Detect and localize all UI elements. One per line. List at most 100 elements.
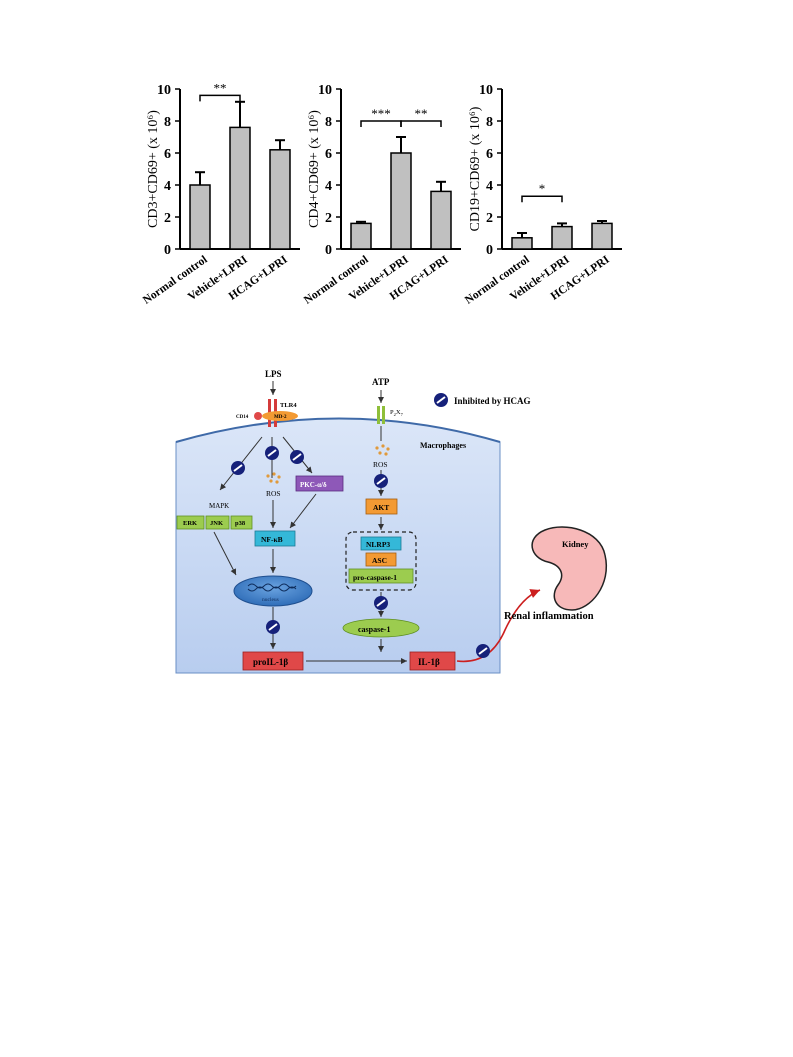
ros-dots bbox=[375, 444, 390, 456]
ros-right-label: ROS bbox=[373, 460, 388, 469]
y-tick-label: 4 bbox=[164, 179, 171, 194]
y-tick-label: 2 bbox=[325, 211, 332, 226]
nucleus bbox=[233, 575, 313, 607]
y-tick-label: 0 bbox=[325, 243, 332, 258]
y-tick-label: 6 bbox=[325, 147, 332, 162]
svg-text:NLRP3: NLRP3 bbox=[366, 540, 390, 549]
svg-text:PKC-α/δ: PKC-α/δ bbox=[300, 481, 327, 489]
y-tick-label: 4 bbox=[486, 179, 493, 194]
md2-receptor bbox=[262, 411, 298, 421]
svg-text:Inhibited by HCAG: Inhibited by HCAG bbox=[454, 396, 531, 406]
y-tick-label: 8 bbox=[164, 115, 171, 130]
y-tick-label: 6 bbox=[164, 147, 171, 162]
nfkb-box bbox=[254, 530, 296, 547]
inflammasome-complex bbox=[345, 531, 417, 591]
inhibitor-icon bbox=[290, 450, 304, 464]
y-tick-label: 8 bbox=[486, 115, 493, 130]
bar bbox=[591, 222, 613, 250]
svg-text:p38: p38 bbox=[235, 520, 246, 527]
svg-text:CD14: CD14 bbox=[236, 415, 249, 420]
pkc-box bbox=[295, 475, 344, 492]
y-tick-label: 0 bbox=[486, 243, 493, 258]
svg-text:nucleus: nucleus bbox=[262, 597, 279, 603]
category-label: Normal control bbox=[463, 254, 532, 307]
inhibitor-icon bbox=[374, 596, 388, 610]
y-tick-label: 0 bbox=[164, 243, 171, 258]
category-label: Normal control bbox=[302, 254, 371, 307]
il1b-box bbox=[409, 651, 456, 671]
cd14-marker bbox=[254, 412, 262, 420]
mapk-label: MAPK bbox=[209, 502, 229, 510]
tlr4-receptor bbox=[268, 399, 271, 427]
caspase1-ellipse bbox=[342, 618, 420, 638]
svg-text:pro-caspase-1: pro-caspase-1 bbox=[353, 573, 397, 582]
tlr4-label: TLR4 bbox=[280, 402, 297, 409]
ros-left-label: ROS bbox=[266, 489, 281, 498]
bar bbox=[551, 225, 573, 250]
macrophage-cell bbox=[175, 418, 501, 674]
kidney-label: Kidney bbox=[562, 539, 589, 549]
svg-text:ASC: ASC bbox=[372, 556, 387, 565]
bar bbox=[430, 190, 452, 250]
erk-box bbox=[176, 515, 205, 530]
svg-text:ERK: ERK bbox=[183, 520, 197, 527]
y-tick-label: 2 bbox=[486, 211, 493, 226]
y-tick-label: 10 bbox=[157, 83, 171, 98]
svg-text:NF-κB: NF-κB bbox=[261, 535, 283, 544]
svg-text:IL-1β: IL-1β bbox=[418, 657, 440, 667]
procasp-box bbox=[348, 568, 414, 584]
renal-arrow bbox=[456, 589, 541, 663]
inhibitor-icon bbox=[476, 644, 490, 658]
akt-box bbox=[365, 498, 398, 515]
svg-text:AKT: AKT bbox=[373, 503, 389, 512]
significance-label: * bbox=[539, 181, 546, 196]
legend-inhibitor: Inhibited by HCAG bbox=[434, 393, 531, 407]
renal-inflammation-label: Renal inflammation bbox=[504, 611, 594, 622]
svg-text:caspase-1: caspase-1 bbox=[358, 625, 390, 634]
significance-label: *** bbox=[371, 106, 391, 121]
significance-bracket bbox=[199, 94, 241, 102]
svg-text:MD-2: MD-2 bbox=[274, 415, 287, 420]
asc-box bbox=[365, 552, 397, 567]
inhibitor-icon bbox=[374, 474, 388, 488]
p2x7-receptor bbox=[377, 406, 380, 424]
y-tick-label: 10 bbox=[479, 83, 493, 98]
y-axis-label: CD3+CD69+ (x 10⁶) bbox=[146, 110, 161, 228]
y-axis-label: CD4+CD69+ (x 10⁶) bbox=[307, 110, 322, 228]
bar bbox=[189, 184, 211, 250]
y-tick-label: 6 bbox=[486, 147, 493, 162]
svg-text:JNK: JNK bbox=[210, 520, 223, 527]
significance-label: ** bbox=[214, 80, 227, 95]
y-tick-label: 4 bbox=[325, 179, 332, 194]
cell-label: Macrophages bbox=[420, 441, 466, 450]
inhibitor-icon bbox=[265, 446, 279, 460]
svg-text:proIL-1β: proIL-1β bbox=[253, 657, 288, 667]
significance-bracket bbox=[521, 195, 563, 203]
p2x7-label: P2X7 bbox=[390, 409, 404, 417]
atp-label: ATP bbox=[372, 377, 390, 387]
bar bbox=[350, 222, 372, 250]
nlrp3-box bbox=[360, 536, 402, 551]
significance-label: ** bbox=[415, 106, 428, 121]
y-axis-label: CD19+CD69+ (x 10⁶) bbox=[468, 106, 483, 231]
y-tick-label: 10 bbox=[318, 83, 332, 98]
inhibitor-icon bbox=[266, 620, 280, 634]
category-label: Normal control bbox=[141, 254, 210, 307]
y-tick-label: 8 bbox=[325, 115, 332, 130]
significance-bracket bbox=[360, 120, 402, 127]
jnk-box bbox=[205, 515, 230, 530]
p38-box bbox=[230, 515, 253, 530]
kidney-shape bbox=[531, 526, 608, 611]
y-tick-label: 2 bbox=[164, 211, 171, 226]
bar bbox=[511, 237, 533, 250]
significance-bracket bbox=[400, 120, 442, 127]
bar bbox=[269, 149, 291, 250]
proil1b-box bbox=[242, 651, 304, 671]
bar bbox=[390, 152, 412, 250]
lps-label: LPS bbox=[265, 369, 282, 379]
ros-dots bbox=[266, 472, 281, 484]
